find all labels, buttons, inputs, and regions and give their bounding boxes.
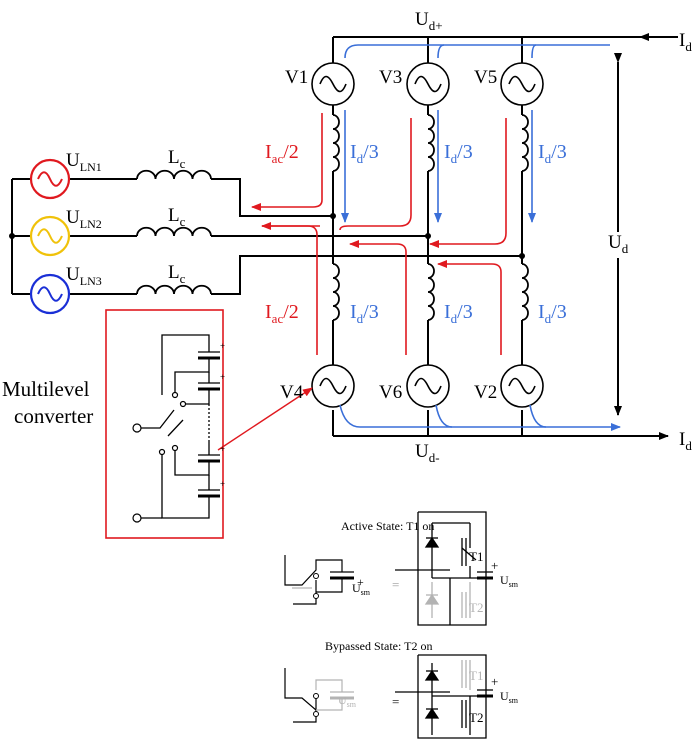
ud-plus-label: Ud+ [415, 9, 443, 33]
dc-bus-top [332, 36, 646, 63]
id-out-label: Id [679, 429, 692, 453]
ud-label: Ud [608, 232, 629, 256]
active-t2-label: T2 [469, 600, 483, 615]
arm-inductor-1 [332, 114, 340, 172]
id3-label-5: Id/3 [538, 141, 567, 166]
valve-label-v3: V3 [379, 67, 402, 88]
dc-bus-bottom [332, 410, 646, 437]
bypassed-state-small [284, 668, 317, 723]
uln1-label: ULN1 [66, 150, 102, 174]
bypassed-t1-label: T1 [469, 668, 483, 683]
ud-minus-label: Ud- [415, 441, 440, 465]
bypassed-state-small-dots [313, 693, 319, 717]
converter-label-line2: converter [14, 404, 93, 428]
id3-label-1: Id/3 [350, 141, 379, 166]
valve-v1 [311, 62, 355, 106]
bypassed-state-small-grey [315, 679, 354, 711]
converter-terminals [132, 391, 187, 523]
arm-inductor-5 [521, 114, 529, 172]
id3-label-6: Id/3 [444, 301, 473, 326]
uln3-label: ULN3 [66, 264, 102, 288]
converter-label-line1: Multilevel [2, 377, 90, 401]
id3-label-3: Id/3 [444, 141, 473, 166]
valve-v2 [500, 364, 544, 408]
converter-plus-signs: + + + + [220, 341, 225, 489]
id-in-label: Id [679, 30, 692, 54]
lc-label-2: Lc [168, 205, 186, 229]
active-state-small [284, 555, 354, 605]
valve-v6 [406, 364, 450, 408]
active-state-small-dots [313, 573, 319, 599]
dc-current-paths [339, 44, 621, 431]
converter-schematic [140, 334, 220, 519]
lc-label-1: Lc [168, 147, 186, 171]
bypassed-state-title: Bypassed State: T2 on [325, 639, 432, 653]
ac-inductor-2 [136, 226, 212, 237]
active-state-title: Active State: T1 on [341, 519, 434, 533]
bypassed-small-usm: Usm [338, 693, 357, 709]
valve-label-v5: V5 [474, 67, 497, 88]
arm-wiring [332, 105, 523, 365]
bypassed-state-large-grey [461, 660, 471, 690]
arm-inductor-2 [521, 263, 529, 321]
converter-box [105, 309, 224, 539]
ac-inductor-1 [136, 169, 212, 180]
bypassed-t2-label: T2 [469, 710, 483, 725]
arm-inductor-6 [427, 263, 435, 321]
id3-label-2: Id/3 [538, 301, 567, 326]
active-state-large [395, 511, 493, 626]
valve-label-v6: V6 [379, 382, 402, 403]
valve-label-v2: V2 [474, 382, 497, 403]
ac-wiring [11, 178, 522, 295]
ac-source-2 [29, 215, 71, 257]
ac-current-paths [251, 113, 507, 355]
junction-dots [9, 213, 525, 259]
bypassed-large-usm: Usm [500, 689, 519, 705]
ac-inductor-3 [136, 284, 212, 295]
active-t1-label: T1 [469, 549, 483, 564]
iac-label-bottom: Iac/2 [265, 301, 299, 326]
bypassed-equals: = [392, 694, 399, 709]
valve-v4 [311, 364, 355, 408]
bypassed-state-large [395, 654, 493, 739]
arm-inductor-3 [427, 114, 435, 172]
active-small-usm-label: Usm [352, 581, 371, 597]
arm-inductor-4 [332, 263, 340, 321]
iac-label-top: Iac/2 [265, 141, 299, 166]
active-equals: = [392, 577, 399, 592]
active-state-large-grey [424, 582, 471, 618]
svg-text:+: + [220, 444, 225, 454]
valve-label-v1: V1 [285, 67, 308, 88]
active-large-plus: + [491, 558, 498, 573]
active-large-usm: Usm [500, 573, 519, 589]
uln2-label: ULN2 [66, 207, 102, 231]
svg-text:+: + [220, 479, 225, 489]
lc-label-3: Lc [168, 262, 186, 286]
bypassed-large-plus: + [491, 674, 498, 689]
svg-text:+: + [220, 341, 225, 351]
ac-source-3 [29, 273, 71, 315]
id3-label-4: Id/3 [350, 301, 379, 326]
valve-v3 [406, 62, 450, 106]
ac-source-1 [29, 158, 71, 200]
valve-label-v4: V4 [280, 382, 304, 403]
active-small-usm: + [357, 575, 364, 589]
svg-text:+: + [220, 372, 225, 382]
converter-pointer [217, 387, 313, 451]
labels: Ud+ Ud- Ud Id Id V1 V3 V5 V4 V6 V2 ULN1 … [2, 9, 692, 725]
valve-v5 [500, 62, 544, 106]
